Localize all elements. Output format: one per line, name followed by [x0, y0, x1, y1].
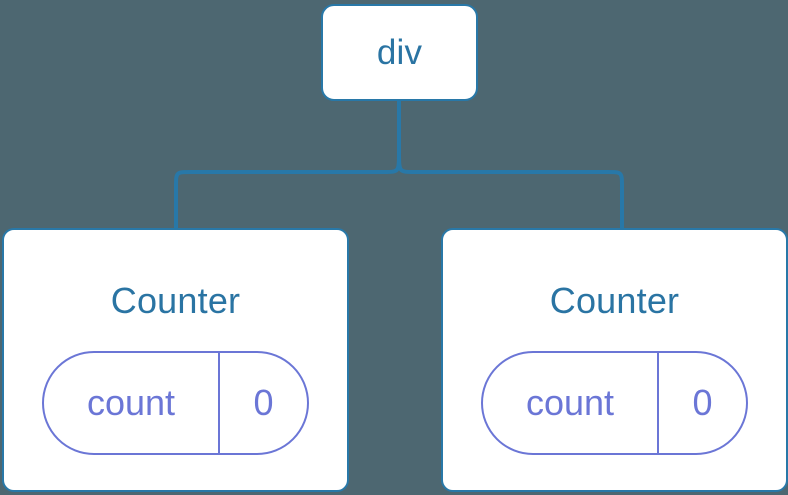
- state-value-right: 0: [657, 353, 746, 453]
- node-counter-left-title: Counter: [110, 280, 241, 321]
- node-counter-right-title: Counter: [549, 280, 680, 321]
- connector-root-to-left-child: [174, 99, 401, 230]
- connector-root-to-right-child: [397, 99, 624, 230]
- node-div[interactable]: div: [321, 4, 478, 101]
- state-pill-left[interactable]: count 0: [42, 351, 309, 455]
- node-counter-left[interactable]: Counter count 0: [2, 228, 349, 492]
- node-counter-right[interactable]: Counter count 0: [441, 228, 788, 492]
- state-key-right: count: [525, 382, 615, 423]
- state-value-left: 0: [218, 353, 307, 453]
- state-key-left: count: [86, 382, 176, 423]
- node-div-label: div: [376, 33, 423, 72]
- state-pill-right[interactable]: count 0: [481, 351, 748, 455]
